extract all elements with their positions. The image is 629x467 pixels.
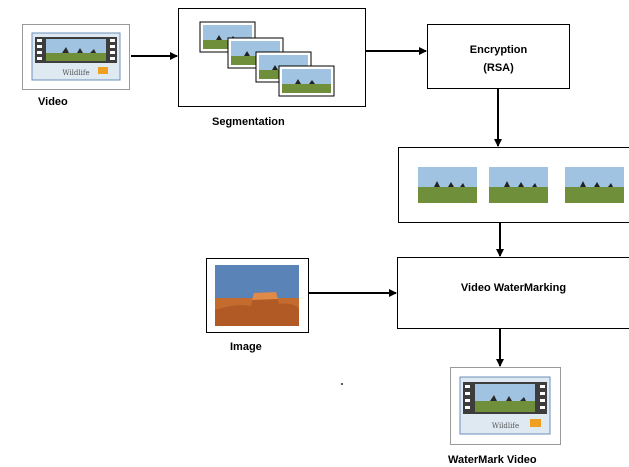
segment-frame-4: [278, 65, 335, 97]
segmented-frames-icon: [199, 21, 335, 97]
output-thumb-caption: Wildlife: [491, 422, 520, 430]
encrypted-frames-icon: [418, 167, 624, 203]
video-node: Wildlife: [22, 24, 130, 90]
output-label: WaterMark Video: [448, 454, 537, 466]
stray-dot: [341, 383, 343, 385]
video-label: Video: [38, 96, 68, 108]
encryption-subtitle: (RSA): [483, 62, 514, 74]
segmentation-label: Segmentation: [212, 116, 285, 128]
encrypted-frame-3: [565, 167, 624, 203]
watermarking-node: Video WaterMarking: [397, 257, 629, 329]
encrypted-frame-1: [418, 167, 477, 203]
encryption-title: Encryption: [469, 44, 528, 56]
segmentation-node: [178, 8, 366, 107]
output-node: Wildlife: [450, 367, 561, 445]
watermarking-label: Video WaterMarking: [460, 282, 567, 294]
desert-image-icon: [215, 265, 299, 326]
video-thumbnail-icon: [31, 32, 121, 81]
video-thumb-caption: Wildlife: [62, 69, 90, 77]
encrypted-frame-2: [489, 167, 548, 203]
encryption-node: Encryption (RSA): [427, 24, 570, 89]
image-node: [206, 258, 309, 333]
output-video-thumbnail-icon: [459, 376, 551, 435]
encrypted-frames-node: [398, 147, 629, 223]
image-label: Image: [230, 341, 262, 353]
